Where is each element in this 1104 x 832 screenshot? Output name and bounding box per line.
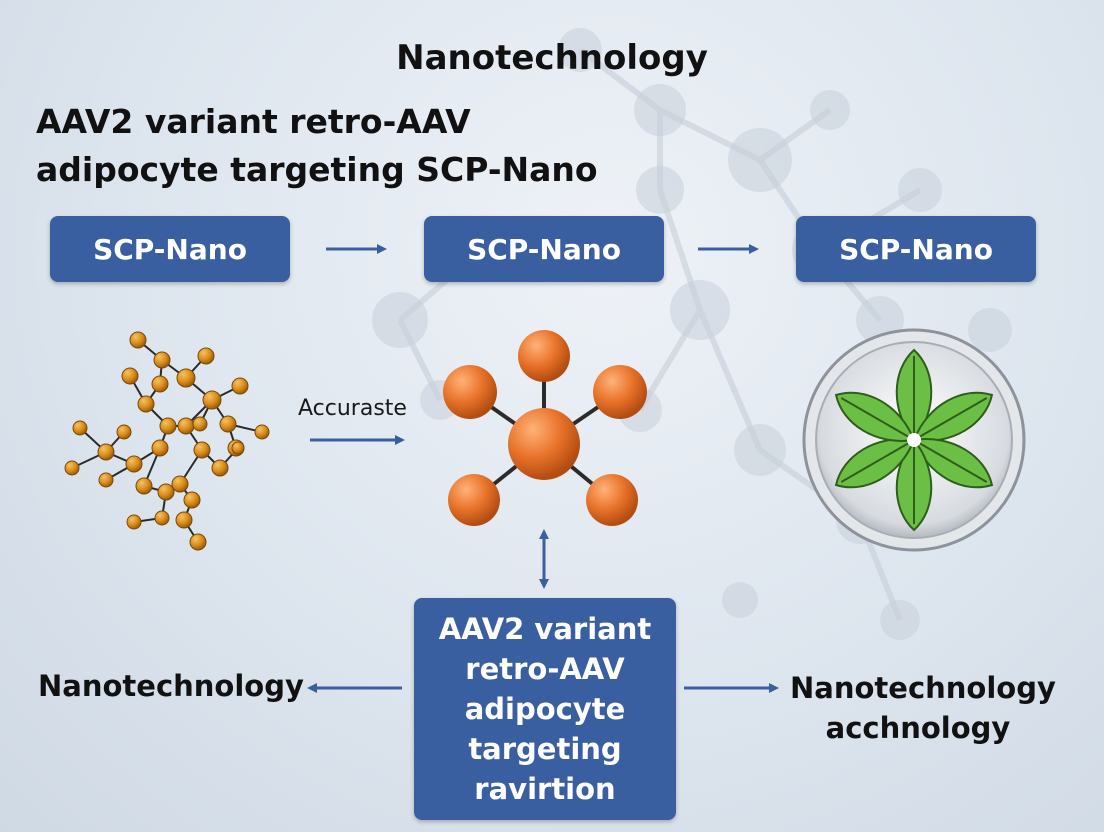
center-box-line: adipocyte <box>464 692 626 726</box>
right-label-line: acchnology <box>825 711 1011 745</box>
center-box-line: retro-AAV <box>465 652 625 686</box>
diagram-subtitle: AAV2 variant retro-AAV adipocyte targeti… <box>36 98 676 194</box>
scp-nano-box-1: SCP-Nano <box>50 216 290 282</box>
molecular-network-icon <box>64 331 270 551</box>
center-box-line: AAV2 variant <box>438 612 652 646</box>
leaf-petri-dish-icon <box>802 328 1026 552</box>
center-box-line: targeting <box>468 732 622 766</box>
subtitle-line: AAV2 variant retro-AAV <box>36 102 471 141</box>
orange-molecule-icon <box>443 330 647 526</box>
diagram-heading: Nanotechnology <box>396 38 708 78</box>
left-label: Nanotechnology <box>38 669 304 703</box>
right-label-line: Nanotechnology <box>790 671 1056 705</box>
center-box-line: ravirtion <box>474 772 616 806</box>
center-description-box: AAV2 variant retro-AAV adipocyte targeti… <box>414 598 676 820</box>
right-label: Nanotechnology acchnology <box>790 668 1056 748</box>
subtitle-line: adipocyte targeting SCP-Nano <box>36 150 598 189</box>
scp-nano-box-2: SCP-Nano <box>424 216 664 282</box>
scp-nano-box-3: SCP-Nano <box>796 216 1036 282</box>
middle-arrow-label: Accuraste <box>298 396 407 421</box>
